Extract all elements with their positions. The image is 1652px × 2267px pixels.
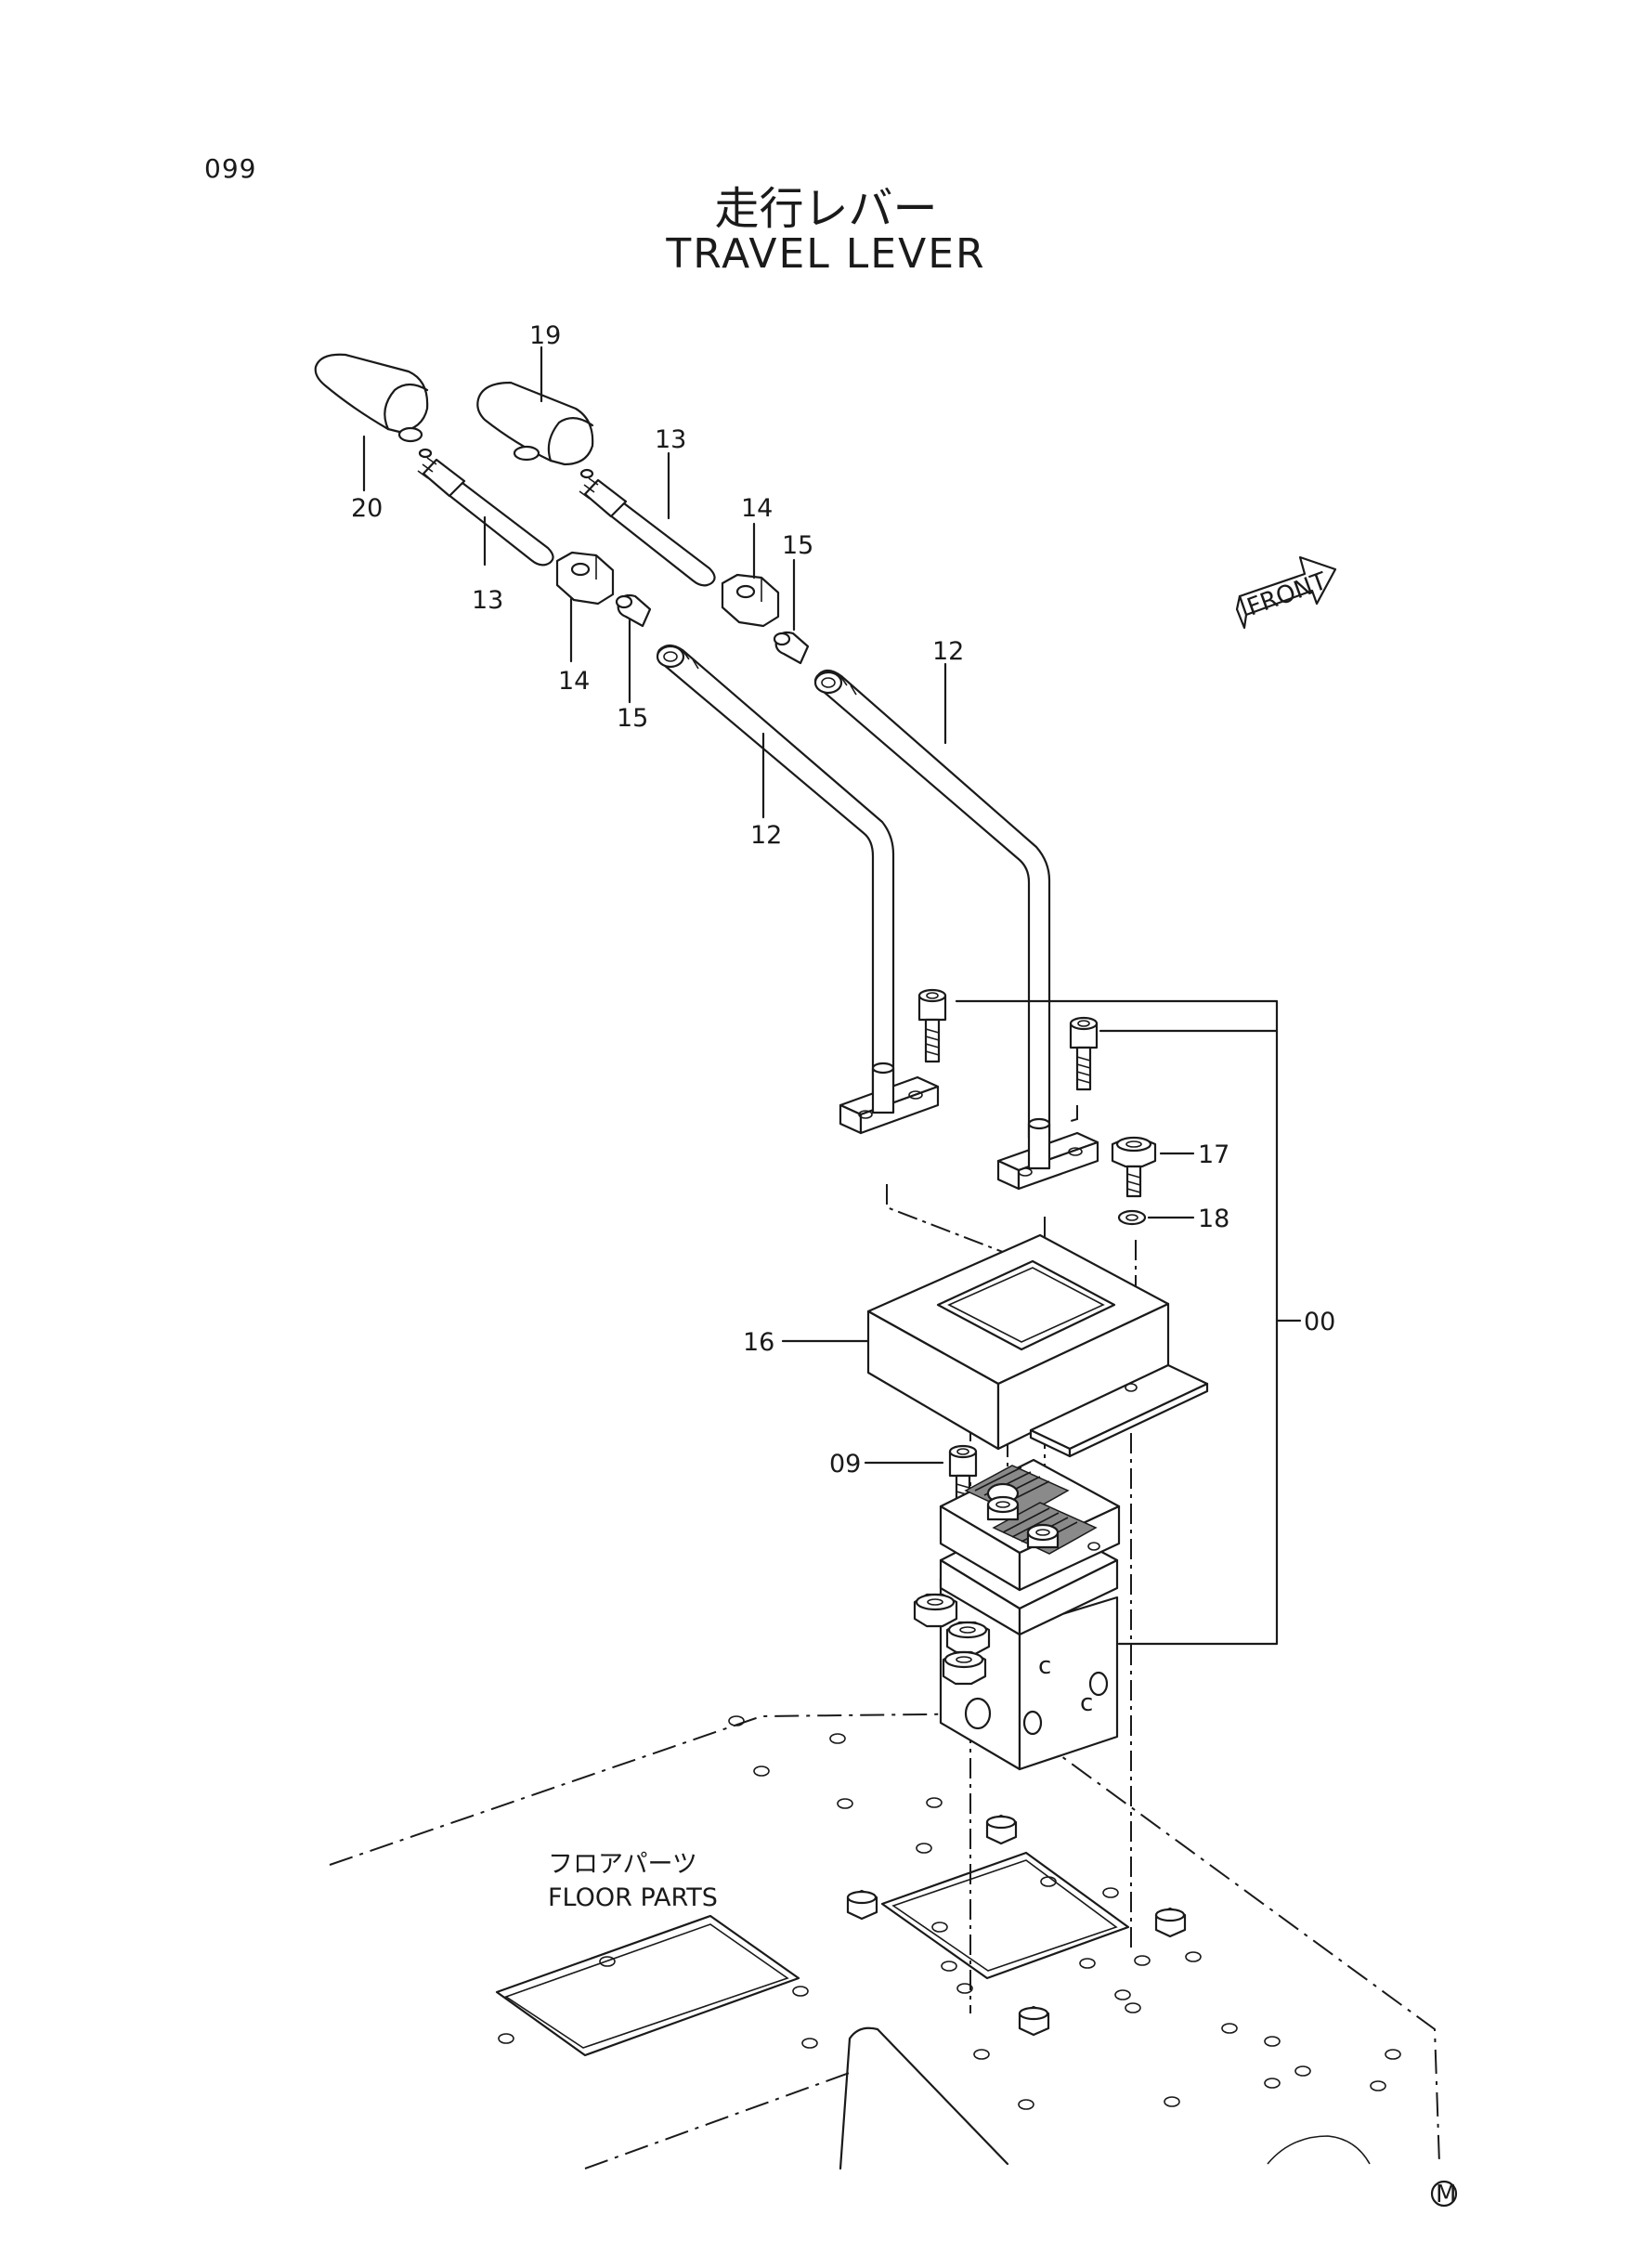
- callout-09: 09: [829, 1450, 861, 1479]
- lever-plate-left: [839, 1062, 940, 1135]
- floor-parts-japanese: フロアパーツ: [548, 1850, 697, 1879]
- callout-13-upper: 13: [655, 425, 686, 454]
- fitting: [942, 1650, 987, 1686]
- callout-00: 00: [1304, 1308, 1335, 1336]
- pilot-valve: c c: [913, 1458, 1121, 1771]
- floor-plate: [329, 1713, 1440, 2170]
- collar-15-left: [615, 593, 652, 628]
- screw-upper-right: [1069, 1016, 1099, 1091]
- callout-20: 20: [351, 494, 383, 523]
- callout-14-upper: 14: [741, 494, 773, 523]
- svg-text:c: c: [1080, 1689, 1093, 1717]
- front-arrow: FRONT: [1235, 555, 1337, 630]
- screw-upper-left: [917, 988, 947, 1063]
- knob-19: [476, 381, 594, 466]
- callouts: 19 20 13 13 14 15 14 15 12 12 17 18 16 0…: [351, 321, 1335, 1479]
- callout-15-lower: 15: [617, 704, 648, 733]
- title-japanese: 走行レバー: [714, 183, 938, 235]
- floor-bolt: [985, 1814, 1018, 1845]
- collar-15-right: [773, 631, 810, 665]
- svg-text:c: c: [1038, 1652, 1051, 1680]
- nut-14-right: [721, 573, 780, 628]
- leader-lines: [362, 345, 1195, 1465]
- callout-17: 17: [1198, 1140, 1229, 1169]
- fitting: [945, 1621, 991, 1656]
- callout-13-lower: 13: [472, 586, 503, 615]
- callout-16: 16: [743, 1328, 774, 1357]
- rod-13-left: [417, 448, 554, 567]
- page-number: 099: [204, 153, 257, 184]
- cover-16: [866, 1233, 1209, 1458]
- nut-14-left: [555, 551, 615, 606]
- front-label: FRONT: [1243, 567, 1331, 622]
- callout-18: 18: [1198, 1205, 1229, 1233]
- floor-parts-english: FLOOR PARTS: [548, 1883, 718, 1912]
- mark-letter: M: [1436, 2181, 1456, 2208]
- washer-18: [1117, 1209, 1147, 1226]
- floor-bolt: [846, 1889, 878, 1921]
- callout-14-lower: 14: [558, 667, 590, 696]
- callout-12-right: 12: [932, 637, 964, 666]
- fitting: [913, 1593, 958, 1628]
- title-english: TRAVEL LEVER: [666, 230, 986, 278]
- lever-plate-right: [996, 1117, 1099, 1191]
- bracket-00: [955, 999, 1302, 1646]
- floor-bolt: [1154, 1907, 1187, 1938]
- bolt-17: [1111, 1136, 1157, 1198]
- lever-12-right: [813, 669, 1051, 1140]
- callout-12-left: 12: [750, 821, 782, 850]
- callout-15-upper: 15: [782, 531, 813, 560]
- circled-mark: M: [1430, 2180, 1458, 2208]
- knob-20: [314, 353, 429, 443]
- callout-19: 19: [529, 321, 561, 350]
- floor-bolt: [1018, 2005, 1050, 2037]
- rod-13-right: [579, 468, 716, 587]
